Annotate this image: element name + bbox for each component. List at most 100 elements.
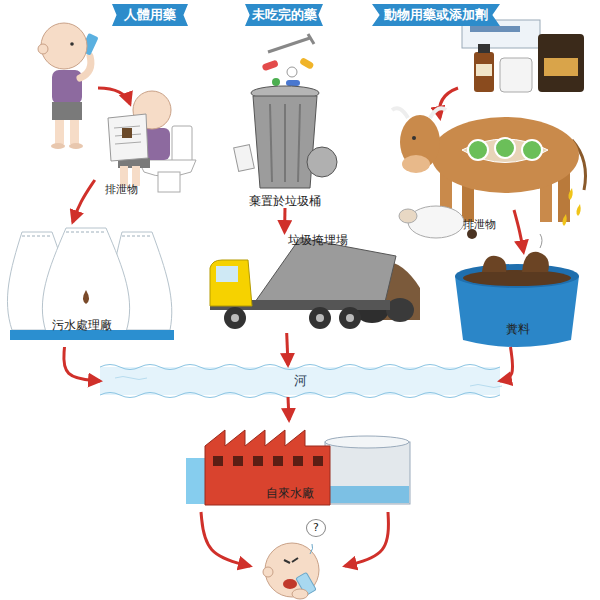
water-plant [325,442,410,504]
cow [412,136,416,140]
dump-truck [255,238,396,302]
drinking-person [38,23,99,149]
water-plant [325,436,409,448]
cow [568,188,572,200]
water-plant [186,430,410,505]
medicine-bottles [478,44,490,53]
livestock-scene: 動物用藥或添加劑 [370,0,595,210]
water-plant [233,456,243,466]
flow-arrow [345,512,389,566]
water-plant [205,430,330,505]
trash-can [272,78,280,86]
water-plant [213,456,223,466]
dump-truck [346,314,354,322]
dump-truck [309,307,331,329]
river-band [100,367,500,395]
trash-can [253,96,317,188]
manure-tub [463,270,571,286]
medicine-bottles [476,64,492,76]
sewage-tanks [42,228,129,332]
toilet-person [108,114,148,161]
cow [462,139,548,163]
flow-arrow [288,397,289,420]
sick-person [263,543,319,599]
sick-person [284,558,298,563]
banner-heading-text: 人體用藥 [112,4,188,26]
cow [522,140,542,160]
manure-node: 糞料 [452,252,582,347]
node-label: 污水處理廠 [40,318,124,332]
water-plant [253,456,263,466]
flow-arrow [98,88,130,104]
drinking-person [52,102,82,120]
trash-can [298,104,300,182]
person-node: ? [250,515,345,600]
manure-tub [482,256,506,272]
toilet-person [115,142,141,144]
manure-tub [455,264,579,288]
medicine-bottles [474,52,494,92]
cow [576,204,580,216]
banner-heading: 未吃完的藥 [245,4,323,26]
cow [495,138,515,158]
water-plant [326,486,409,503]
cow [562,214,566,226]
dump-truck [216,266,238,282]
trash-can [308,34,314,44]
toilet-person [158,172,180,192]
cow [402,155,430,173]
medicine-bottles [462,20,584,92]
medicine-bottles [538,34,584,92]
edge-label: 排泄物 [98,183,144,196]
trash-can [234,34,337,188]
sick-person [283,579,297,589]
drinking-person [52,70,82,104]
manure-tub [540,234,542,248]
edge-label: 排泄物 [456,218,502,231]
sewage-tanks [22,236,52,237]
dump-truck [386,298,414,322]
medicine-bottles [544,58,578,76]
sick-person [263,567,273,577]
cow [430,108,446,118]
water-plant [273,456,283,466]
river-band [100,365,500,370]
sewage-tanks [83,290,89,304]
river-band [100,393,500,398]
trash-can [234,145,255,172]
toilet-person [122,128,132,138]
dump-truck [316,314,324,322]
dump-truck [339,307,361,329]
water-plant [313,456,323,466]
banner-heading-text: 動物用藥或添加劑 [372,4,500,26]
sick-person [310,544,313,554]
sheep [408,206,464,238]
water-plant [293,456,303,466]
trash-can [299,57,315,70]
flow-arrow [73,180,95,222]
drinking-person [51,143,65,149]
cow [468,140,488,160]
river-band [100,365,502,398]
trash-can [268,38,310,52]
dump-truck [224,307,246,329]
node-label: 自來水廠 [252,486,328,500]
trash-can [307,147,337,177]
water-plant-node: 自來水廠 [190,420,410,512]
flow-arrow [514,210,524,252]
medicine-bottles [470,26,520,32]
flow-arrow [201,512,250,566]
flow-arrow [500,347,513,381]
manure-tub [522,252,549,272]
drinking-person [70,120,79,144]
node-label: ? [306,519,326,537]
node-label: 垃圾掩埋場 [280,233,356,247]
flow-arrow [283,208,286,232]
sewage-tanks [122,236,152,237]
medication-scene: 人體用藥 [15,0,205,180]
cow [431,117,579,193]
river: 河 [100,365,500,397]
sewage-tanks [7,228,174,340]
